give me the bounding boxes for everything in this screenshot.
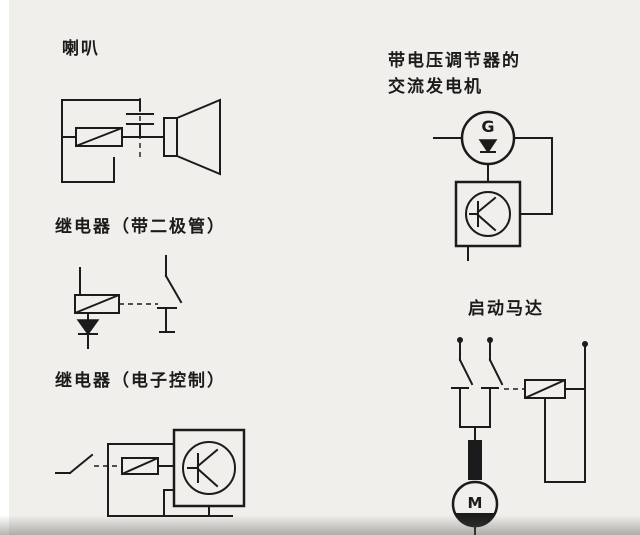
- generator-label-line1: 带电压调节器的: [388, 51, 521, 70]
- horn-label: 喇叭: [62, 39, 100, 58]
- generator-letter: G: [481, 117, 494, 136]
- motor-symbol: M: [451, 480, 499, 528]
- relay-diode-label: 继电器（带二极管）: [55, 217, 226, 236]
- generator-diagram: G: [433, 110, 553, 261]
- regulator-box: [454, 180, 522, 248]
- resistor-symbol: [468, 440, 482, 480]
- page-left-margin: [0, 0, 9, 535]
- relay-diode-diagram: [74, 255, 183, 349]
- relay-coil-symbol: [121, 457, 159, 475]
- generator-wires: [433, 137, 553, 261]
- relay-coil-symbol: [75, 127, 123, 147]
- terminal-dot: [582, 341, 588, 347]
- horn-diagram: [61, 98, 221, 183]
- motor-letter: M: [468, 494, 483, 512]
- starter-label: 启动马达: [468, 299, 544, 318]
- relay-diode-wires: [79, 267, 89, 349]
- generator-circle: G: [460, 110, 516, 166]
- switch-symbol: [157, 255, 183, 333]
- diode-symbol: [76, 319, 100, 336]
- relay-coil-symbol: [74, 294, 120, 314]
- speaker-icon: [163, 98, 221, 176]
- switch-symbol: [55, 453, 94, 475]
- page-bottom-shade: [0, 515, 640, 535]
- diode-symbol: [478, 139, 498, 154]
- generator-label-line2: 交流发电机: [388, 77, 483, 96]
- relay-electronic-wires: [107, 443, 233, 517]
- starter-switches: [451, 337, 504, 389]
- starter-wires: [459, 343, 586, 535]
- relay-electronic-diagram: [55, 428, 246, 517]
- horn-wires: [61, 99, 165, 183]
- control-box: [172, 428, 246, 508]
- relay-coil-symbol: [524, 379, 566, 399]
- transistor-icon: [469, 196, 497, 232]
- starter-motor-diagram: M: [451, 337, 588, 535]
- relay-electronic-label: 继电器（电子控制）: [55, 371, 226, 390]
- transistor-icon: [187, 448, 219, 488]
- contact-points-symbol: [126, 113, 154, 125]
